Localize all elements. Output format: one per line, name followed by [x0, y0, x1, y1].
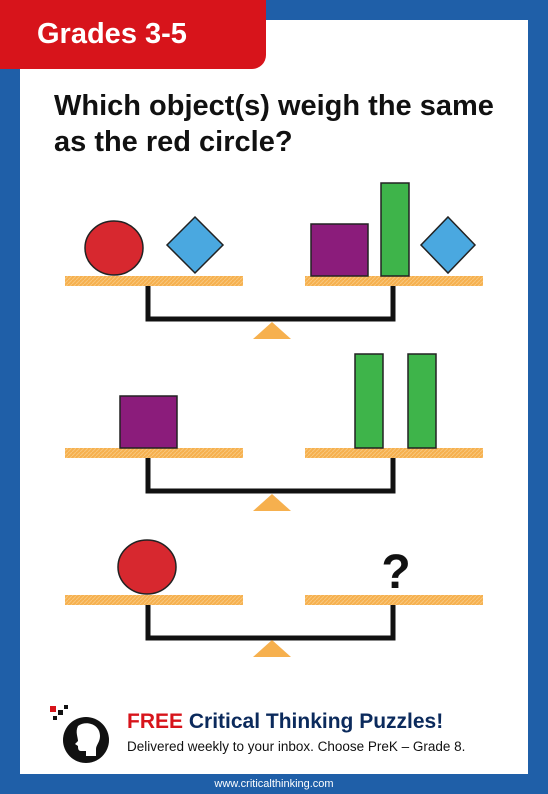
fulcrum	[253, 494, 291, 511]
purple-square	[310, 223, 369, 277]
scale-beam	[145, 279, 396, 322]
fulcrum	[253, 322, 291, 339]
left-plate	[65, 276, 243, 286]
promo-highlight: FREE	[127, 710, 184, 733]
scale-beam	[145, 600, 396, 641]
grade-label: Grades 3-5	[37, 18, 187, 50]
left-plate	[65, 595, 243, 605]
critical-thinking-logo-icon	[50, 705, 109, 763]
puzzle-question: Which object(s) weigh the same as the re…	[54, 90, 494, 158]
red-circle	[84, 220, 144, 276]
right-plate	[305, 595, 483, 605]
purple-square	[119, 395, 178, 449]
blue-diamond	[165, 215, 225, 275]
red-circle	[117, 539, 177, 595]
promo-title-text: Critical Thinking Puzzles!	[188, 710, 444, 733]
balance-puzzle: ?	[65, 182, 483, 657]
promo-title[interactable]: FREE Critical Thinking Puzzles!	[127, 710, 443, 734]
promo-subtitle: Delivered weekly to your inbox. Choose P…	[127, 739, 466, 754]
left-plate	[65, 448, 243, 458]
fulcrum	[253, 640, 291, 657]
balance-scale-1	[65, 182, 483, 339]
site-url-link[interactable]: www.criticalthinking.com	[214, 778, 334, 790]
green-rectangle	[354, 353, 384, 449]
unknown-question-mark: ?	[381, 546, 410, 599]
grade-level-tab: Grades 3-5	[0, 0, 266, 69]
right-plate	[305, 448, 483, 458]
blue-diamond	[419, 215, 477, 275]
balance-scale-2	[65, 353, 483, 511]
green-rectangle	[407, 353, 437, 449]
balance-scale-3: ?	[65, 539, 483, 657]
right-plate	[305, 276, 483, 286]
scale-beam	[145, 452, 396, 494]
green-rectangle	[380, 182, 410, 277]
